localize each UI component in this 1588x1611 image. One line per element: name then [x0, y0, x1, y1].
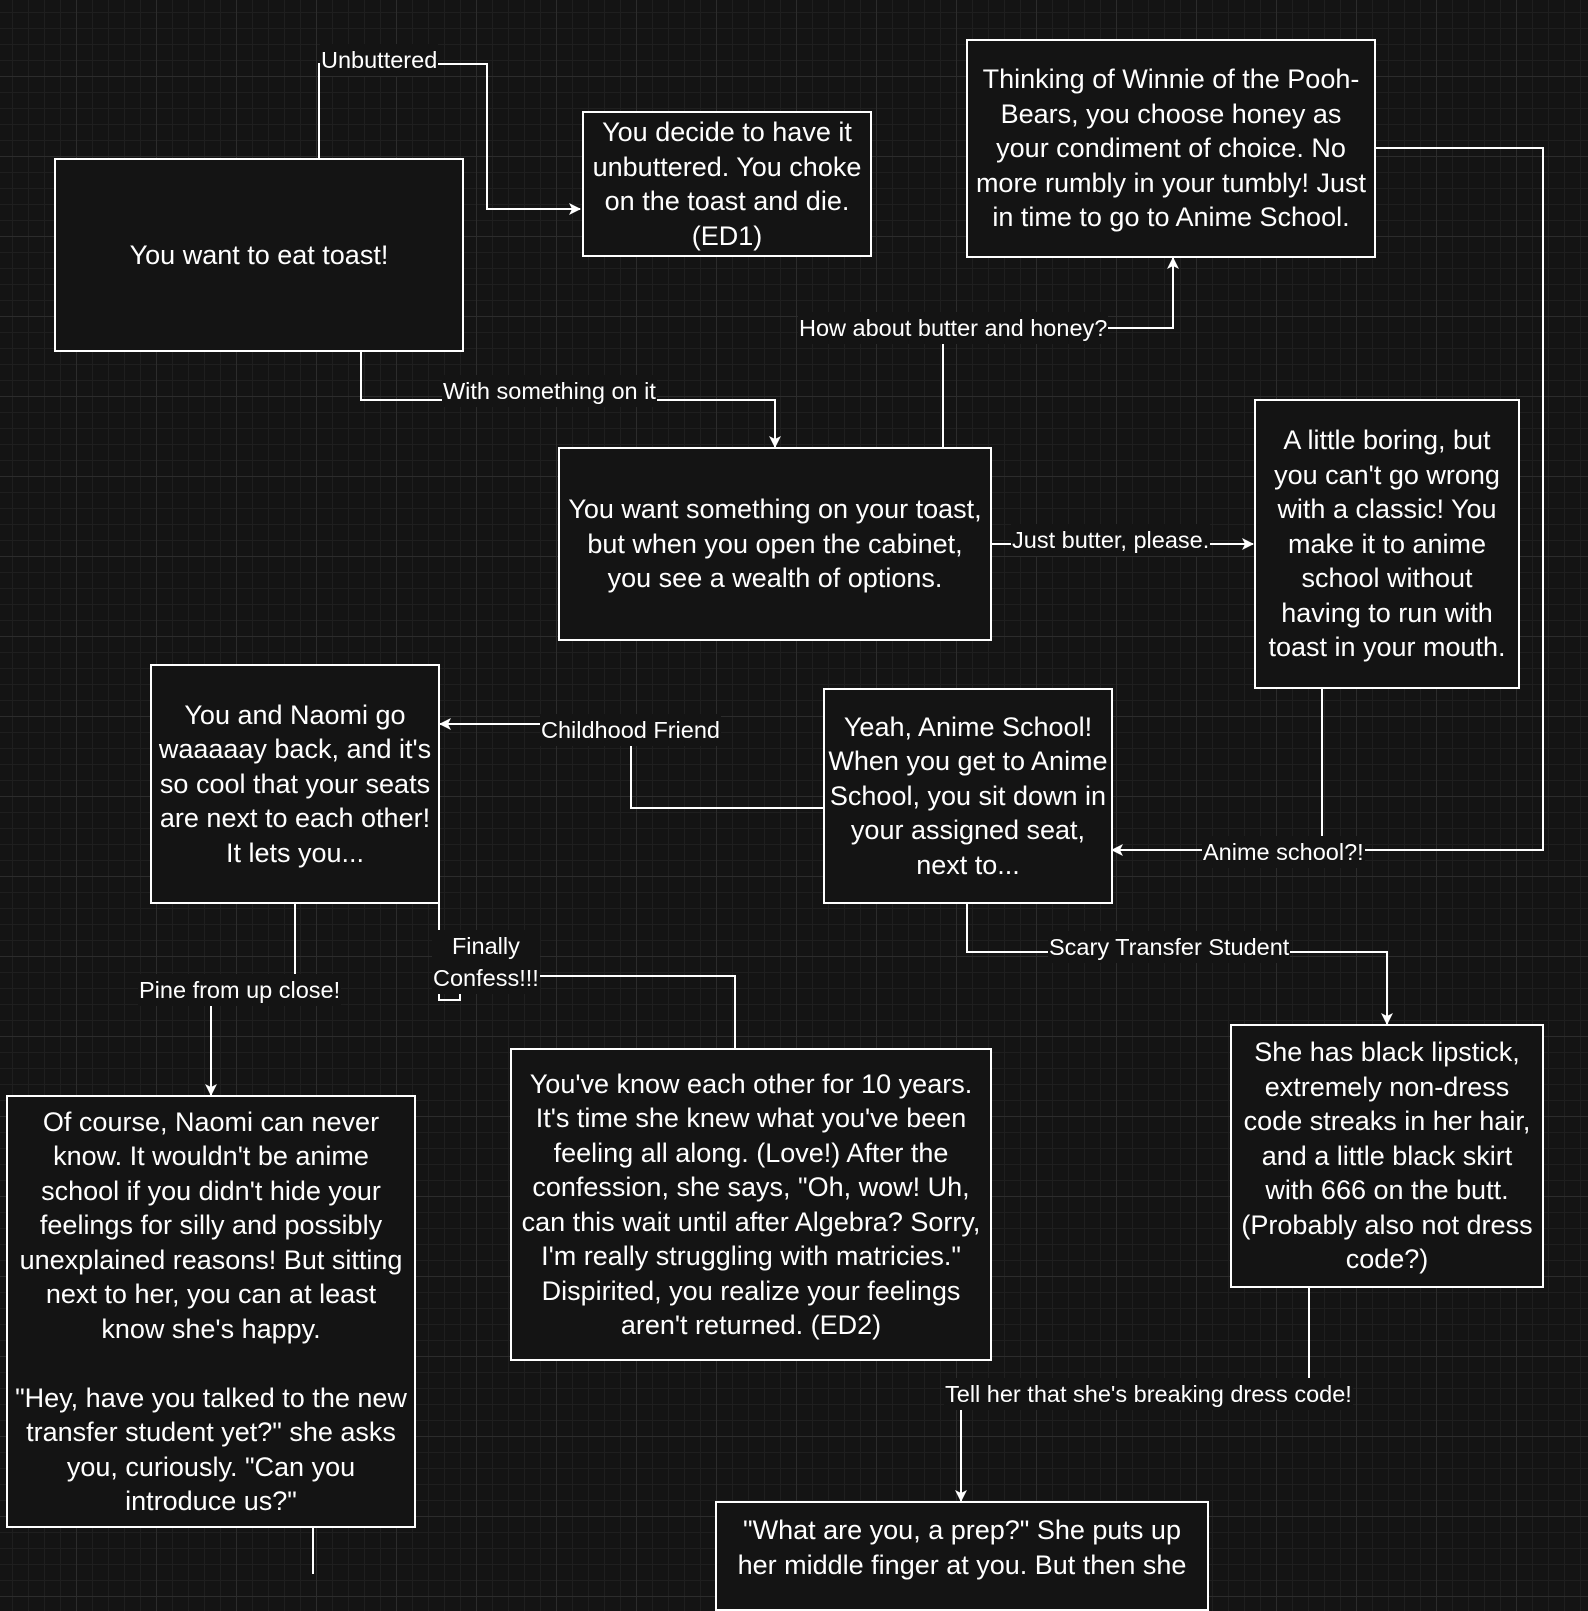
node-naomi: You and Naomi go waaaaay back, and it's …: [150, 664, 440, 904]
node-prep: "What are you, a prep?" She puts up her …: [715, 1501, 1209, 1611]
node-butter: A little boring, but you can't go wrong …: [1254, 399, 1520, 689]
edge-label-dress-code: Tell her that she's breaking dress code!: [944, 1378, 1353, 1410]
node-ed1: You decide to have it unbuttered. You ch…: [582, 111, 872, 257]
edge-scary: [966, 904, 1393, 1025]
edge-childhood-friend: [439, 718, 823, 809]
node-transfer-student: She has black lipstick, extremely non-dr…: [1230, 1024, 1544, 1288]
node-ed2: You've know each other for 10 years. It'…: [510, 1048, 992, 1361]
edge-label-confess: Finally Confess!!!: [432, 930, 540, 994]
node-pine: Of course, Naomi can never know. It woul…: [6, 1095, 416, 1528]
node-something: You want something on your toast, but wh…: [558, 447, 992, 641]
node-start: You want to eat toast!: [54, 158, 464, 352]
edge-butter-and-honey: [942, 257, 1179, 447]
edge-label-unbuttered: Unbuttered: [320, 44, 439, 76]
edge-label-butter-and-honey: How about butter and honey?: [798, 312, 1109, 344]
edge-label-childhood-friend: Childhood Friend: [540, 714, 721, 746]
node-anime-school: Yeah, Anime School! When you get to Anim…: [823, 688, 1113, 904]
edge-label-just-butter: Just butter, please.: [1011, 524, 1211, 556]
edge-label-pine: Pine from up close!: [138, 974, 342, 1006]
edge-unbuttered: [318, 63, 581, 215]
edge-label-with-something: With something on it: [442, 375, 657, 407]
edge-label-scary-transfer: Scary Transfer Student: [1048, 931, 1291, 963]
edge-label-anime-school: Anime school?!: [1202, 836, 1365, 868]
node-honey: Thinking of Winnie of the Pooh-Bears, yo…: [966, 39, 1376, 258]
